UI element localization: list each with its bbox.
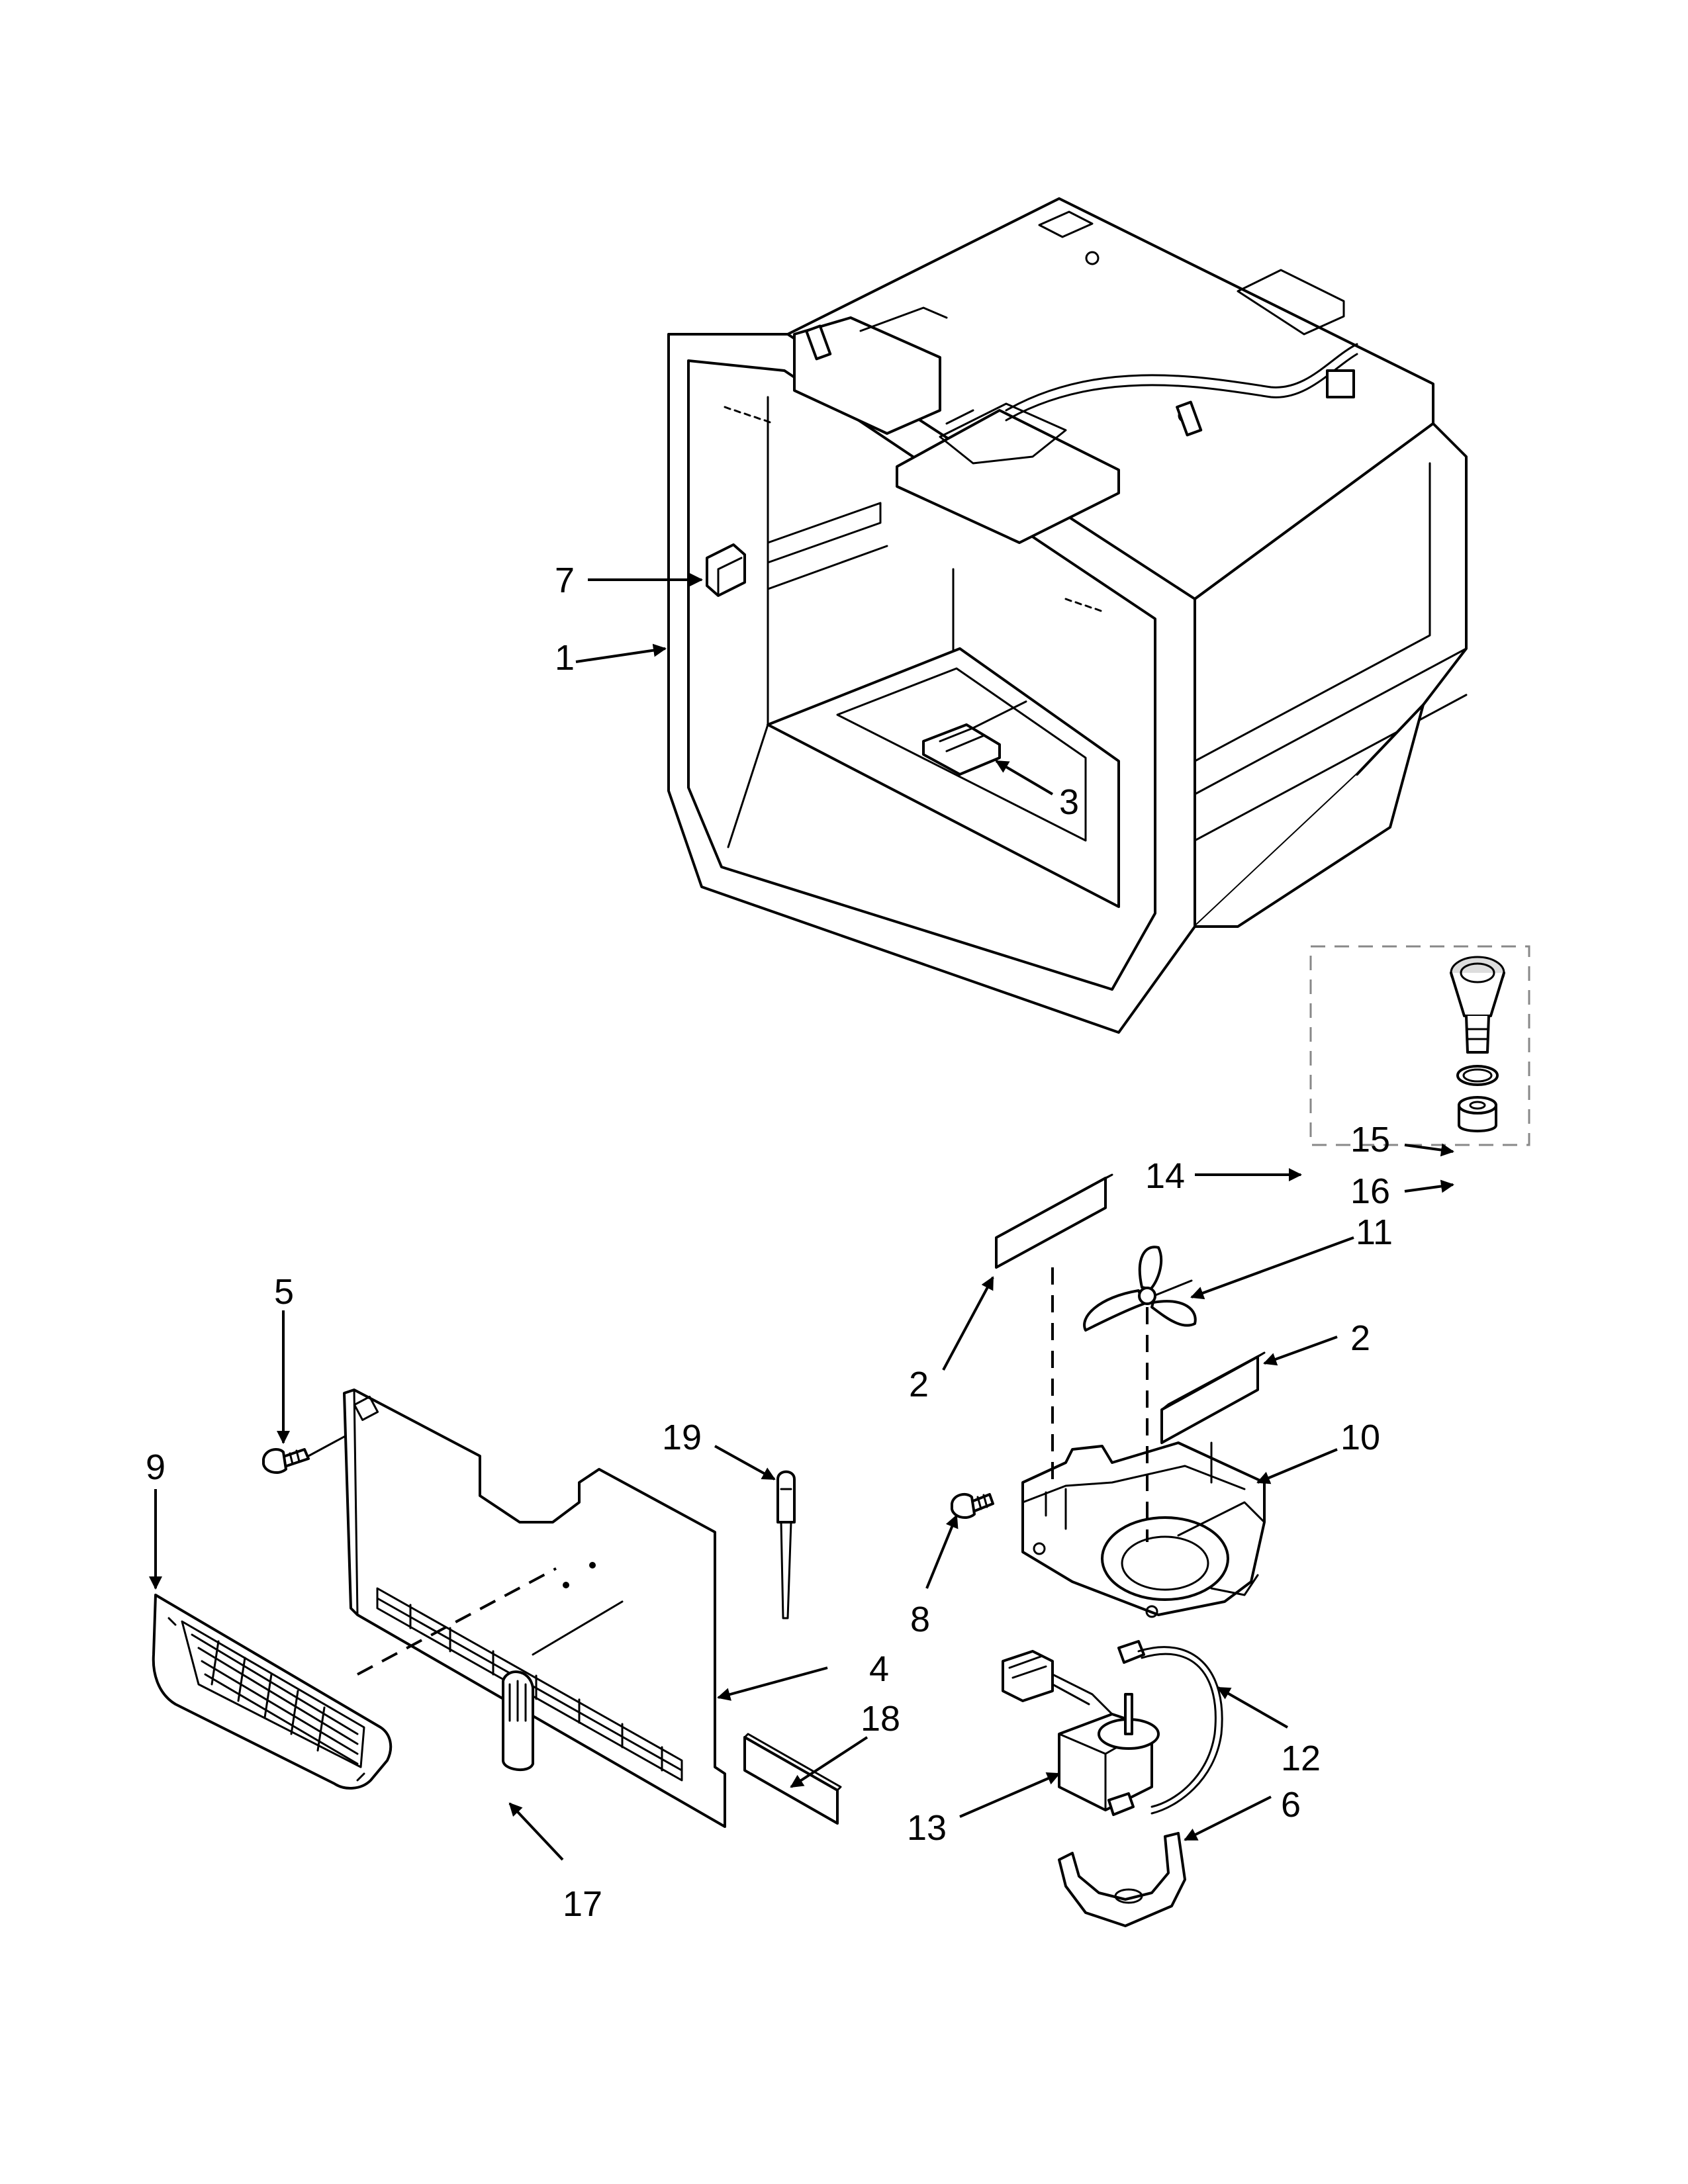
o-ring-part: [1456, 1065, 1499, 1086]
callout-18: 18: [861, 1699, 900, 1739]
fan-motor-part: [1002, 1640, 1160, 1816]
thermistor-part: [776, 1470, 796, 1619]
panel-guide-line: [532, 1600, 624, 1656]
callout-1: 1: [555, 638, 575, 678]
fan-shroud-part: [1021, 1441, 1266, 1618]
freezer-liner-part: [667, 197, 1468, 1034]
callout-12: 12: [1281, 1739, 1321, 1778]
sensor-part: [922, 700, 1027, 776]
foam-strip-part: [743, 1733, 842, 1825]
leader-lines: [149, 573, 1454, 1861]
drain-assembly-box: [1309, 945, 1530, 1146]
screw-part-5: [262, 1448, 310, 1475]
drain-funnel-part: [1450, 956, 1505, 1054]
callout-2a: 2: [909, 1365, 929, 1404]
callout-19: 19: [662, 1418, 702, 1457]
callout-5: 5: [274, 1272, 294, 1312]
callout-4: 4: [869, 1649, 889, 1689]
fan-blade-part: [1083, 1246, 1197, 1332]
callout-11: 11: [1356, 1212, 1393, 1252]
axis-line: [357, 1567, 557, 1676]
clip-part: [502, 1670, 534, 1772]
callout-9: 9: [146, 1447, 165, 1487]
callout-7: 7: [555, 561, 575, 600]
callout-labels: 7 1 3 15 14 16 11 5 2 2 10 19 9 8 4 18 1…: [146, 561, 1393, 1924]
callout-16: 16: [1350, 1171, 1390, 1211]
motor-bracket-part: [1058, 1832, 1186, 1927]
callout-13: 13: [907, 1808, 947, 1848]
grille-part: [152, 1594, 393, 1790]
cover-panel-part: [343, 1388, 726, 1828]
callout-8: 8: [910, 1600, 930, 1639]
callout-6: 6: [1281, 1785, 1301, 1825]
switch-part: [706, 543, 746, 597]
drain-cap-part: [1458, 1096, 1497, 1132]
screw-part-8: [951, 1492, 994, 1520]
callout-14: 14: [1145, 1156, 1185, 1196]
callout-17: 17: [563, 1884, 602, 1924]
callout-2b: 2: [1350, 1318, 1370, 1358]
gasket-upper-part: [995, 1173, 1113, 1269]
callout-10: 10: [1340, 1418, 1380, 1457]
callout-3: 3: [1059, 782, 1079, 822]
callout-15: 15: [1350, 1120, 1390, 1160]
wire-harness-part: [1137, 1646, 1223, 1815]
gasket-lower-part: [1160, 1351, 1266, 1444]
